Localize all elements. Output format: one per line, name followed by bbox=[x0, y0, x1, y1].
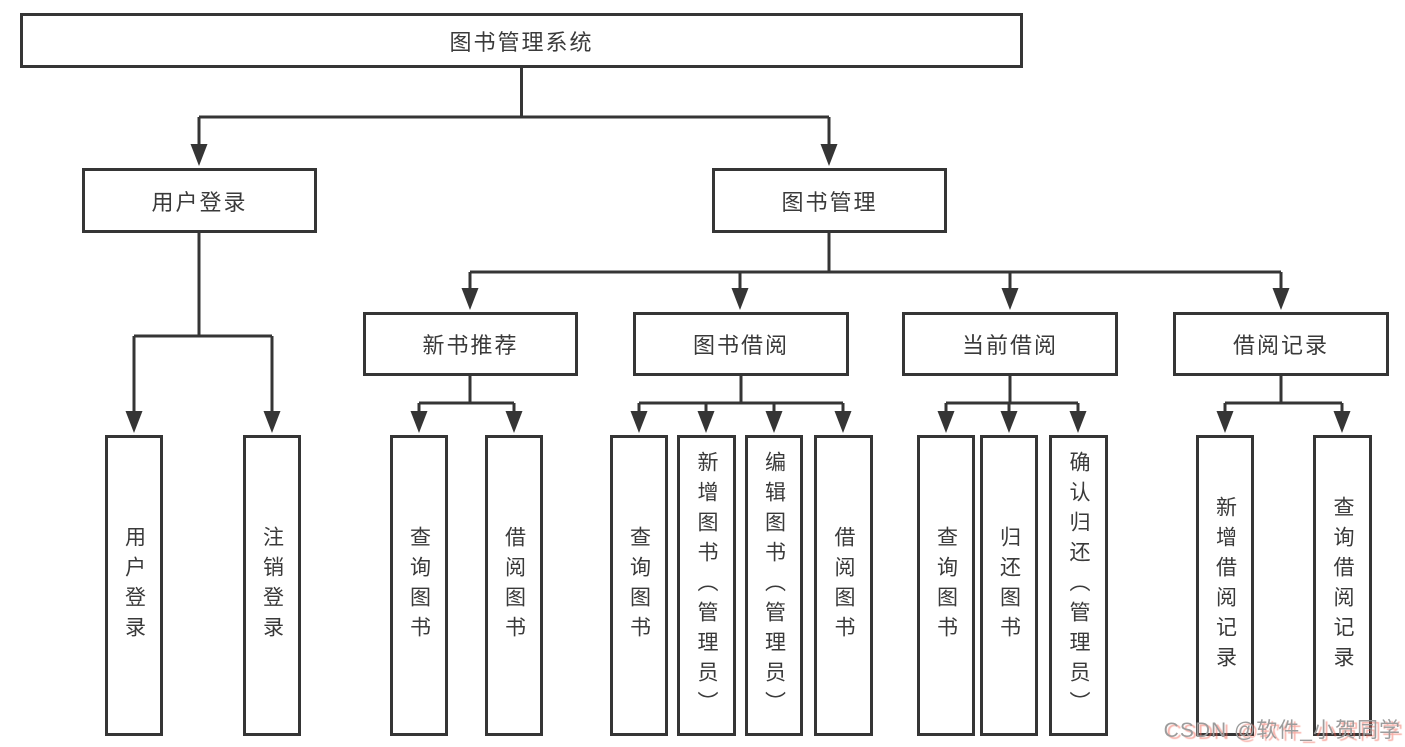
node-query-borrow-record: 查询借阅记录 bbox=[1313, 435, 1372, 736]
node-library-system: 图书管理系统 bbox=[20, 13, 1023, 68]
node-user-login-leaf: 用户登录 bbox=[105, 435, 163, 736]
node-logout: 注销登录 bbox=[243, 435, 301, 736]
node-label: 查询图书 bbox=[627, 525, 651, 646]
node-label: 新增图书（管理员） bbox=[695, 450, 719, 721]
node-label: 查询图书 bbox=[934, 525, 958, 646]
node-book-management: 图书管理 bbox=[712, 168, 947, 233]
node-borrow-books-2: 借阅图书 bbox=[814, 435, 873, 736]
node-label: 注销登录 bbox=[260, 525, 284, 646]
node-current-borrowing: 当前借阅 bbox=[902, 312, 1118, 376]
node-borrow-books-1: 借阅图书 bbox=[485, 435, 543, 736]
node-new-book-recommend: 新书推荐 bbox=[363, 312, 578, 376]
node-label: 查询图书 bbox=[407, 525, 431, 646]
node-label: 查询借阅记录 bbox=[1331, 495, 1355, 676]
node-query-books-1: 查询图书 bbox=[390, 435, 448, 736]
node-user-login: 用户登录 bbox=[82, 168, 317, 233]
node-book-borrowing: 图书借阅 bbox=[633, 312, 849, 376]
node-label: 借阅图书 bbox=[832, 525, 856, 646]
node-label: 归还图书 bbox=[997, 525, 1021, 646]
node-query-books-3: 查询图书 bbox=[917, 435, 975, 736]
node-query-books-2: 查询图书 bbox=[610, 435, 668, 736]
watermark-text: CSDN @软件_小贺同学 bbox=[1163, 719, 1401, 742]
node-label: 新增借阅记录 bbox=[1213, 495, 1237, 676]
node-label: 借阅图书 bbox=[502, 525, 526, 646]
node-return-books: 归还图书 bbox=[980, 435, 1038, 736]
node-add-books-admin: 新增图书（管理员） bbox=[677, 435, 736, 736]
node-confirm-return-admin: 确认归还（管理员） bbox=[1049, 435, 1108, 736]
node-label: 确认归还（管理员） bbox=[1067, 450, 1091, 721]
node-add-borrow-record: 新增借阅记录 bbox=[1196, 435, 1254, 736]
node-label: 编辑图书（管理员） bbox=[762, 450, 786, 721]
node-edit-books-admin: 编辑图书（管理员） bbox=[745, 435, 803, 736]
node-label: 用户登录 bbox=[122, 525, 146, 646]
node-borrow-records: 借阅记录 bbox=[1173, 312, 1389, 376]
